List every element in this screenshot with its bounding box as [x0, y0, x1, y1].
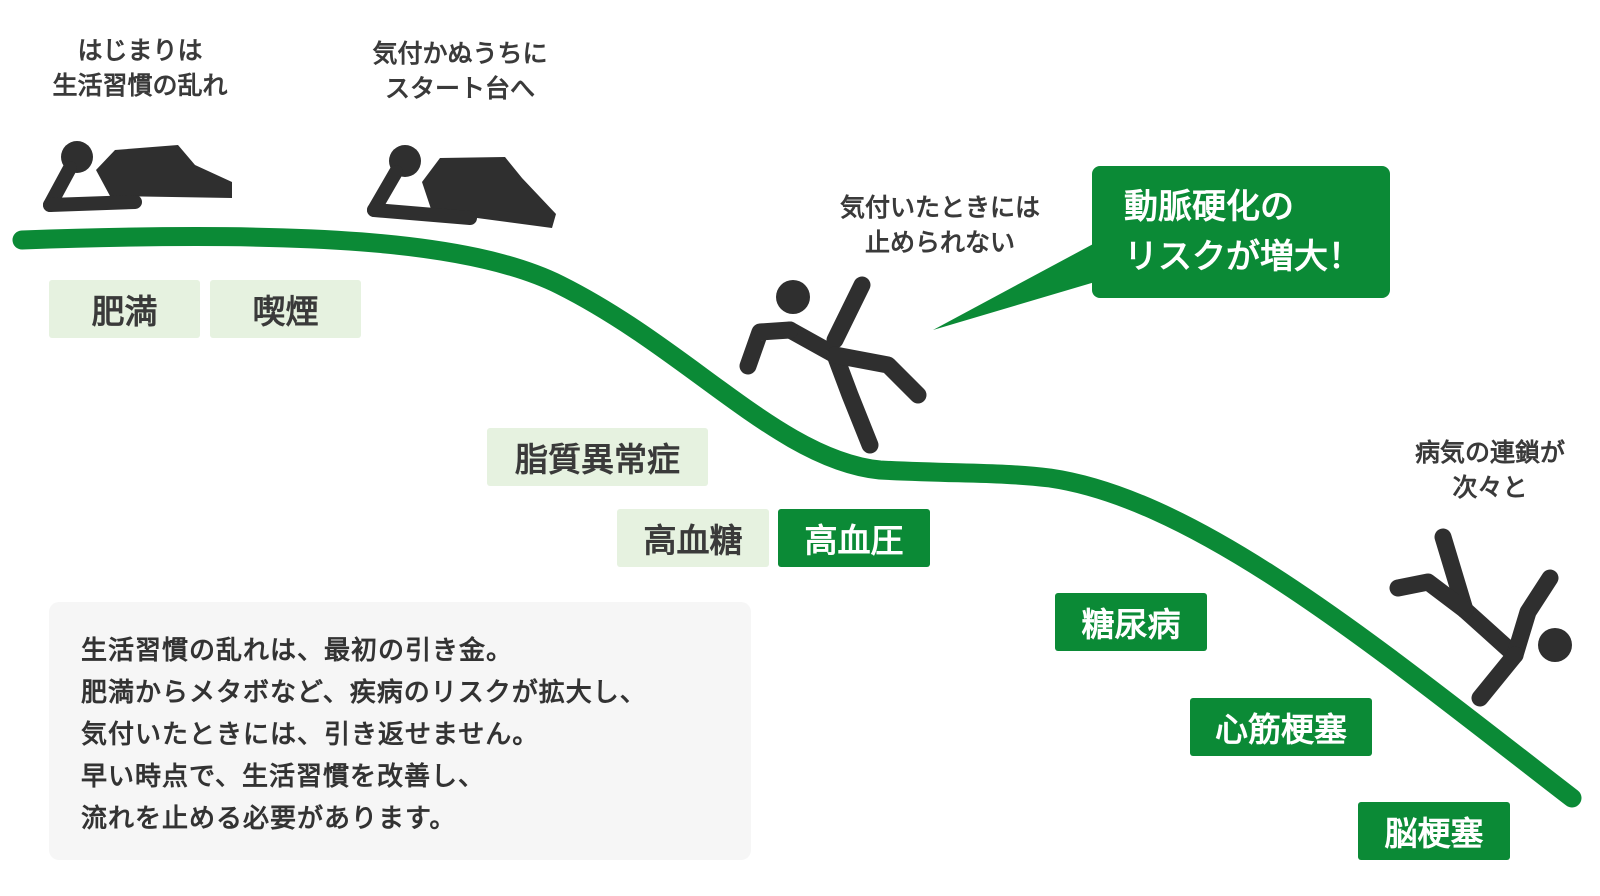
- slope-line: [12, 226, 1582, 808]
- tag-cerebral-infarction: 脳梗塞: [1358, 802, 1510, 860]
- tag-dyslipidemia: 脂質異常症: [487, 428, 708, 486]
- reclining-person-icon: [367, 145, 556, 228]
- tag-obesity: 肥満: [49, 280, 200, 338]
- tag-myocardial-infarction: 心筋梗塞: [1190, 698, 1372, 756]
- callout-tail: [933, 243, 1095, 330]
- caption-cannot-stop-line-2: 止められない: [864, 228, 1015, 257]
- tag-smoking: 喫煙: [210, 280, 361, 338]
- caption-unaware: 気付かぬうちに スタート台へ: [355, 36, 565, 106]
- caption-unaware-line-1: 気付かぬうちに: [372, 39, 548, 68]
- description-line-1: 生活習慣の乱れは、最初の引き金。: [81, 636, 514, 666]
- description-panel: 生活習慣の乱れは、最初の引き金。 肥満からメタボなど、疾病のリスクが拡大し、 気…: [49, 602, 751, 860]
- description-line-5: 流れを止める必要があります。: [81, 804, 457, 834]
- tag-diabetes: 糖尿病: [1055, 593, 1207, 651]
- risk-callout-line-2: リスクが増大！: [1124, 237, 1362, 277]
- description-line-4: 早い時点で、生活習慣を改善し、: [81, 762, 485, 792]
- caption-chain-line-2: 次々と: [1452, 473, 1528, 502]
- caption-chain-line-1: 病気の連鎖が: [1414, 438, 1565, 467]
- caption-start: はじまりは 生活習慣の乱れ: [30, 33, 250, 103]
- falling-person-icon: [1389, 528, 1572, 707]
- tag-hyperglycemia: 高血糖: [617, 509, 769, 567]
- tag-hypertension: 高血圧: [778, 509, 930, 567]
- caption-unaware-line-2: スタート台へ: [384, 74, 535, 103]
- description-line-3: 気付いたときには、引き返せません。: [81, 720, 540, 750]
- lying-person-icon: [43, 141, 232, 212]
- caption-chain: 病気の連鎖が 次々と: [1395, 435, 1585, 505]
- risk-callout: 動脈硬化の リスクが増大！: [1092, 166, 1390, 298]
- caption-cannot-stop-line-1: 気付いたときには: [839, 193, 1040, 222]
- caption-start-line-1: はじまりは: [77, 36, 203, 65]
- risk-callout-line-1: 動脈硬化の: [1124, 187, 1294, 227]
- caption-cannot-stop: 気付いたときには 止められない: [820, 190, 1060, 260]
- caption-start-line-2: 生活習慣の乱れ: [52, 71, 228, 100]
- description-line-2: 肥満からメタボなど、疾病のリスクが拡大し、: [81, 678, 647, 708]
- slipping-person-icon: [739, 276, 927, 454]
